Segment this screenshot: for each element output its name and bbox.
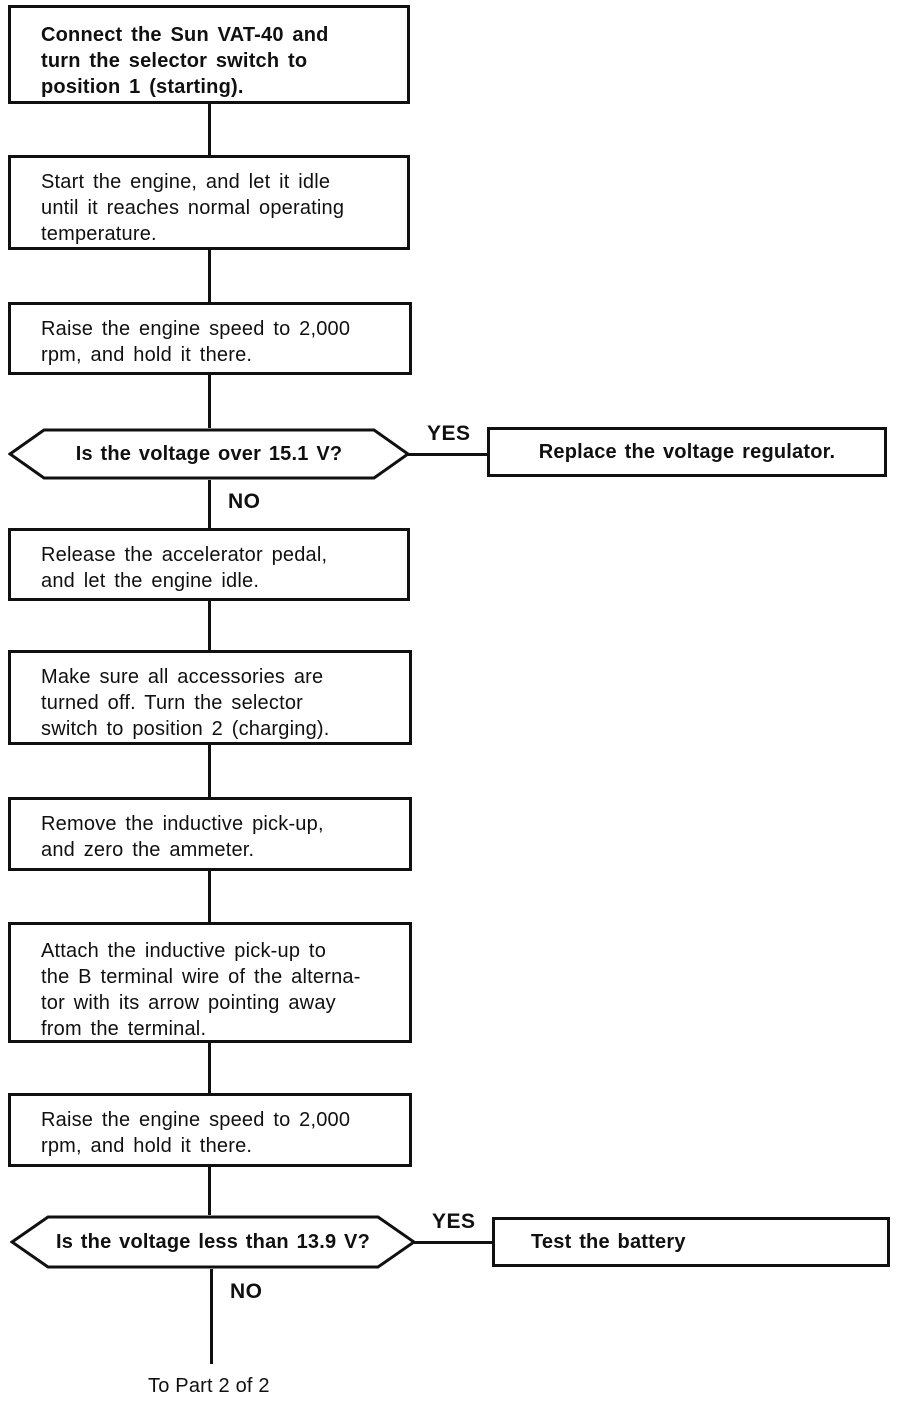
connector-line (408, 453, 487, 456)
branch-label-no: NO (228, 490, 261, 513)
decision-question-text: Is the voltage less than 13.9 V? (55, 1230, 371, 1253)
process-step-connect-vat40: Connect the Sun VAT-40 and turn the sele… (8, 5, 410, 104)
process-step-remove-pickup: Remove the inductive pick-up, and zero t… (8, 797, 412, 871)
process-step-text: Remove the inductive pick-up, and zero t… (41, 813, 324, 861)
action-replace-regulator: Replace the voltage regulator. (487, 427, 887, 477)
process-step-text: Release the accelerator pedal, and let t… (41, 544, 328, 592)
process-step-text: Start the engine, and let it idle until … (41, 171, 345, 245)
process-step-attach-pickup: Attach the inductive pick-up to the B te… (8, 922, 412, 1043)
process-step-accessories-off: Make sure all accessories are turned off… (8, 650, 412, 745)
connector-line (208, 871, 211, 922)
connector-line (208, 104, 211, 155)
process-step-text: Raise the engine speed to 2,000 rpm, and… (41, 318, 351, 366)
process-step-text: Connect the Sun VAT-40 and turn the sele… (41, 24, 329, 98)
decision-question-text: Is the voltage over 15.1 V? (75, 442, 343, 465)
connector-line (208, 1043, 211, 1093)
branch-label-yes: YES (432, 1210, 476, 1233)
connector-line (414, 1241, 492, 1244)
connector-line (210, 1269, 213, 1364)
process-step-text: Attach the inductive pick-up to the B te… (41, 940, 361, 1040)
process-step-text: Raise the engine speed to 2,000 rpm, and… (41, 1109, 351, 1157)
action-text: Test the battery (531, 1230, 686, 1253)
decision-voltage-less-13-9: Is the voltage less than 13.9 V? (10, 1215, 416, 1269)
process-step-start-engine: Start the engine, and let it idle until … (8, 155, 410, 250)
connector-line (208, 250, 211, 302)
connector-line (208, 1167, 211, 1215)
branch-label-no: NO (230, 1280, 263, 1303)
connector-line (208, 601, 211, 650)
process-step-raise-speed-2: Raise the engine speed to 2,000 rpm, and… (8, 1093, 412, 1167)
action-text: Replace the voltage regulator. (538, 440, 836, 463)
connector-line (208, 375, 211, 428)
branch-label-yes: YES (427, 422, 471, 445)
action-test-battery: Test the battery (492, 1217, 890, 1267)
decision-voltage-over-15-1: Is the voltage over 15.1 V? (8, 428, 410, 480)
process-step-raise-speed-1: Raise the engine speed to 2,000 rpm, and… (8, 302, 412, 375)
process-step-text: Make sure all accessories are turned off… (41, 666, 330, 740)
connector-line (208, 480, 211, 528)
connector-line (208, 745, 211, 797)
process-step-release-pedal: Release the accelerator pedal, and let t… (8, 528, 410, 601)
footer-continuation-label: To Part 2 of 2 (148, 1375, 270, 1397)
